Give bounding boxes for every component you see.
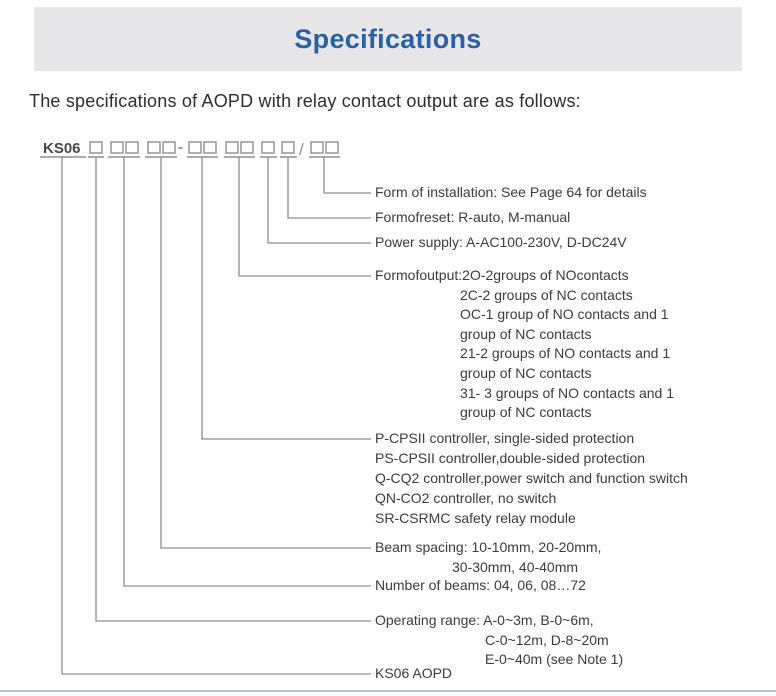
label-form-of-reset: Formofreset: R-auto, M-manual xyxy=(375,208,570,228)
slash-separator: / xyxy=(299,140,304,159)
connector-line xyxy=(61,157,371,675)
label-line: 21-2 groups of NO contacts and 1 xyxy=(460,345,671,362)
label-line: 30-30mm, 40-40mm xyxy=(452,558,579,575)
connector-line xyxy=(95,157,371,622)
connector-line xyxy=(123,157,371,587)
label-line: E-0~40m (see Note 1) xyxy=(485,651,624,668)
model-digit-box xyxy=(110,141,124,154)
label-line: group of NC contacts xyxy=(460,364,592,381)
label-line: Number of beams: 04, 06, 08…72 xyxy=(375,577,586,593)
model-digit-box xyxy=(89,141,103,154)
label-line: Formofoutput:2O-2groups of NOcontacts xyxy=(375,267,629,283)
label-line: Q-CQ2 controller,power switch and functi… xyxy=(375,469,688,486)
label-line: C-0~12m, D-8~20m xyxy=(485,631,609,648)
connector-line xyxy=(160,157,371,549)
label-line: Form of installation: See Page 64 for de… xyxy=(375,184,647,200)
label-number-of-beams: Number of beams: 04, 06, 08…72 xyxy=(375,576,586,596)
model-digit-box xyxy=(203,141,217,154)
label-line: Beam spacing: 10-10mm, 20-20mm, xyxy=(375,539,602,555)
hyphen-separator: - xyxy=(178,139,183,156)
label-line: Formofreset: R-auto, M-manual xyxy=(375,209,571,225)
model-digit-box xyxy=(325,141,339,154)
label-beam-spacing: Beam spacing: 10-10mm, 20-20mm, 30-30mm,… xyxy=(375,538,601,577)
model-digit-box xyxy=(261,141,275,154)
label-line: PS-CPSII controller,double-sided protect… xyxy=(375,449,646,466)
connector-line xyxy=(267,157,371,244)
label-series: KS06 AOPD xyxy=(375,664,452,684)
label-line: group of NC contacts xyxy=(460,325,592,342)
label-line: group of NC contacts xyxy=(460,404,592,421)
label-power-supply: Power supply: A-AC100-230V, D-DC24V xyxy=(375,233,627,253)
model-digit-box xyxy=(310,141,324,154)
connector-line xyxy=(238,157,371,277)
label-controller-type: P-CPSII controller, single-sided protect… xyxy=(375,429,688,529)
connector-line xyxy=(323,157,371,194)
model-digit-box xyxy=(188,141,202,154)
label-line: 2C-2 groups of NC contacts xyxy=(460,286,633,303)
label-line: SR-CSRMC safety relay module xyxy=(375,509,576,526)
label-line: KS06 AOPD xyxy=(375,665,453,681)
model-digit-box xyxy=(225,141,239,154)
model-prefix-label: KS06 xyxy=(43,140,81,157)
model-digit-box xyxy=(125,141,139,154)
label-form-of-output: Formofoutput:2O-2groups of NOcontacts 2C… xyxy=(375,266,674,423)
page-title: Specifications xyxy=(294,23,482,54)
page-header: Specifications xyxy=(34,7,742,71)
intro-text: The specifications of AOPD with relay co… xyxy=(29,91,581,111)
connector-line xyxy=(287,157,371,219)
label-operating-range: Operating range: A-0~3m, B-0~6m, C-0~12m… xyxy=(375,611,623,670)
model-digit-box xyxy=(240,141,254,154)
label-line: Operating range: A-0~3m, B-0~6m, xyxy=(375,612,594,628)
model-digit-box xyxy=(162,141,176,154)
label-line: Power supply: A-AC100-230V, D-DC24V xyxy=(375,234,627,250)
label-line: 31- 3 groups of NO contacts and 1 xyxy=(460,384,675,401)
connector-line xyxy=(201,157,371,440)
bottom-divider xyxy=(0,690,776,692)
model-digit-box xyxy=(147,141,161,154)
label-line: OC-1 group of NO contacts and 1 xyxy=(460,306,669,323)
label-line: P-CPSII controller, single-sided protect… xyxy=(375,430,635,446)
model-digit-box xyxy=(281,141,295,154)
label-line: QN-CO2 controller, no switch xyxy=(375,489,557,506)
label-form-of-installation: Form of installation: See Page 64 for de… xyxy=(375,183,647,203)
